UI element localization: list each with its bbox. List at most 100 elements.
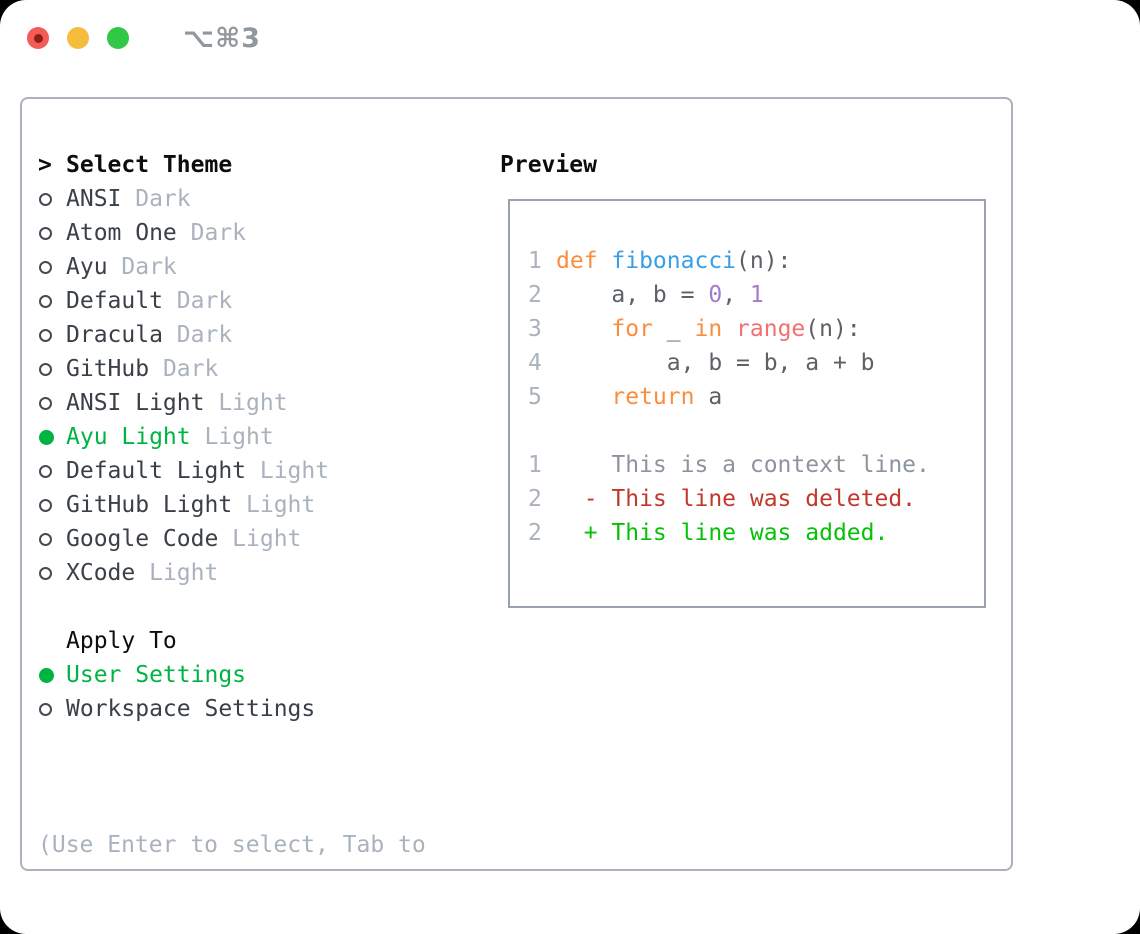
theme-option-dracula[interactable]: Dracula Dark <box>38 318 426 352</box>
radio-unselected-icon <box>39 192 52 206</box>
radio-selected-icon <box>39 667 54 683</box>
radio-unselected-icon <box>39 294 52 308</box>
code-text: a, b = 0, 1 <box>556 282 763 316</box>
code-segment-default <box>722 316 736 342</box>
theme-option-atom-one[interactable]: Atom One Dark <box>38 216 426 250</box>
code-text: - This line was deleted. <box>556 486 916 520</box>
theme-option-xcode[interactable]: XCode Light <box>38 556 426 590</box>
apply-option-user-settings[interactable]: User Settings <box>38 658 426 692</box>
theme-variant: Dark <box>162 356 219 382</box>
code-text: return a <box>556 384 722 418</box>
code-segment-default <box>556 384 611 410</box>
code-segment-default <box>556 316 611 342</box>
apply-to-header: Apply To <box>38 624 426 658</box>
titlebar: ⌥⌘3 <box>27 23 261 54</box>
preview-title: Preview <box>500 152 597 178</box>
radio-unselected-icon <box>39 498 52 512</box>
line-number: 2 <box>528 520 542 546</box>
radio-unselected-icon <box>39 566 52 580</box>
code-line <box>528 418 984 452</box>
code-segment-default: a <box>694 384 723 410</box>
code-segment-function: fibonacci <box>611 248 737 274</box>
code-segment-default: (n): <box>805 316 861 342</box>
radio-unselected-icon <box>39 226 52 240</box>
line-number: 5 <box>528 384 542 410</box>
preview-header: Preview <box>500 148 597 182</box>
code-segment-default: (n): <box>736 248 792 274</box>
theme-name: Dracula <box>66 322 163 348</box>
radio-unselected-icon <box>39 362 52 376</box>
radio-unselected-icon <box>39 464 52 478</box>
select-theme-header: > Select Theme <box>38 148 426 182</box>
theme-option-default-light[interactable]: Default Light Light <box>38 454 426 488</box>
code-line: 1 def fibonacci(n): <box>528 248 984 282</box>
code-text: + This line was added. <box>556 520 889 554</box>
select-theme-title: Select Theme <box>66 152 233 178</box>
theme-variant: Dark <box>190 220 247 246</box>
spacer <box>38 590 426 624</box>
window-title-shortcut: ⌥⌘3 <box>183 22 261 54</box>
minimize-button[interactable] <box>67 27 89 49</box>
theme-name: Google Code <box>66 526 219 552</box>
code-segment-deleted: - This line was deleted. <box>556 486 917 512</box>
theme-name: GitHub Light <box>66 492 233 518</box>
code-segment-number: 0 <box>708 282 723 308</box>
theme-option-default[interactable]: Default Dark <box>38 284 426 318</box>
code-text: This is a context line. <box>556 452 930 486</box>
radio-unselected-icon <box>39 260 52 274</box>
theme-option-google-code[interactable]: Google Code Light <box>38 522 426 556</box>
theme-variant: Light <box>149 560 219 586</box>
theme-variant: Dark <box>176 322 233 348</box>
code-segment-context: This is a context line. <box>556 452 930 478</box>
theme-name: ANSI <box>66 186 122 212</box>
close-button[interactable] <box>27 27 49 49</box>
spacer <box>38 726 426 760</box>
code-segment-default: , <box>722 282 750 308</box>
maximize-button[interactable] <box>107 27 129 49</box>
unsaved-dot-icon <box>33 33 43 43</box>
theme-name: Ayu <box>66 254 108 280</box>
focus-caret-icon: > <box>38 152 52 178</box>
apply-option-label: User Settings <box>66 662 247 688</box>
code-text: def fibonacci(n): <box>556 248 791 282</box>
code-line: 2 + This line was added. <box>528 520 984 554</box>
apply-to-title: Apply To <box>66 628 177 654</box>
code-line: 4 a, b = b, a + b <box>528 350 984 384</box>
code-segment-added: + This line was added. <box>556 520 889 546</box>
line-number <box>528 418 542 452</box>
theme-variant: Dark <box>176 288 233 314</box>
code-segment-default: a, b = b, a + b <box>556 350 875 376</box>
theme-variant: Light <box>259 458 330 484</box>
code-segment-keyword: def <box>556 248 612 274</box>
line-number: 1 <box>528 452 542 478</box>
theme-name: Default Light <box>66 458 247 484</box>
code-line: 2 - This line was deleted. <box>528 486 984 520</box>
theme-name: ANSI Light <box>66 390 205 416</box>
code-text: a, b = b, a + b <box>556 350 875 384</box>
theme-variant: Light <box>232 526 302 552</box>
theme-name: Default <box>66 288 163 314</box>
line-number: 2 <box>528 486 542 512</box>
code-segment-default: _ <box>652 316 695 342</box>
apply-option-label: Workspace Settings <box>66 696 316 722</box>
apply-option-workspace-settings[interactable]: Workspace Settings <box>38 692 426 726</box>
code-line: 1 This is a context line. <box>528 452 984 486</box>
theme-name: Atom One <box>66 220 177 246</box>
radio-unselected-icon <box>39 328 52 342</box>
line-number: 1 <box>528 248 542 274</box>
keyboard-hint: (Use Enter to select, Tab to change focu… <box>38 760 426 934</box>
theme-name: XCode <box>66 560 136 586</box>
radio-selected-icon <box>39 429 54 445</box>
hint-line-1: (Use Enter to select, Tab to <box>38 832 426 858</box>
line-number: 3 <box>528 316 542 342</box>
